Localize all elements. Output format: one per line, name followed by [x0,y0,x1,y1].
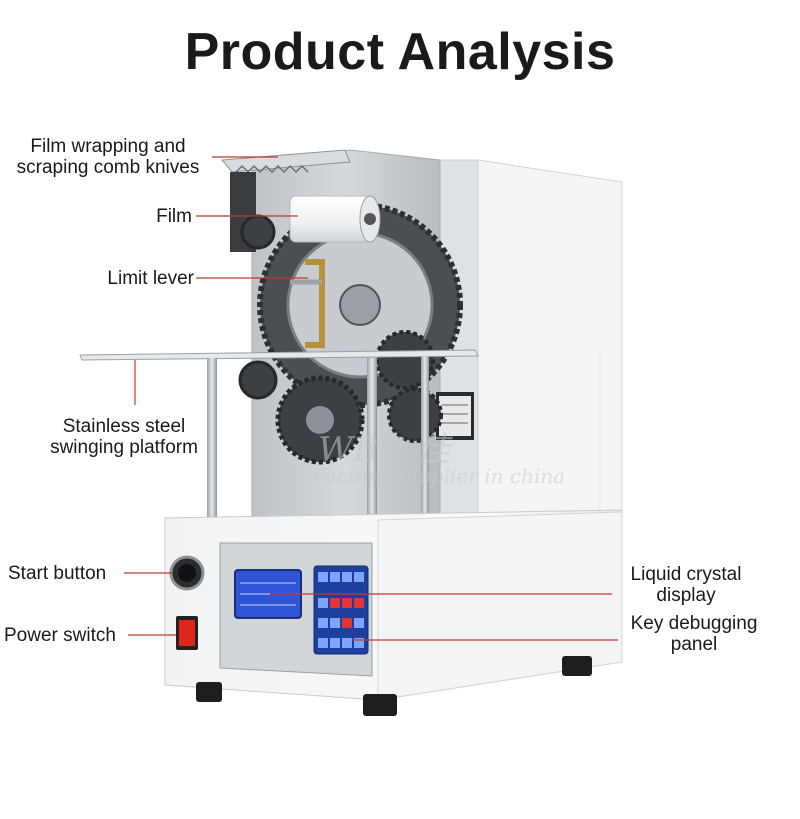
label-film-wrapping: Film wrapping and scraping comb knives [16,136,200,178]
power-switch-graphic [176,616,198,650]
page-title: Product Analysis [184,23,616,81]
label-limit-lever: Limit lever [107,268,194,289]
label-power-switch: Power switch [4,625,116,646]
label-start-button: Start button [8,563,107,584]
label-film: Film [156,206,192,227]
start-button-graphic [169,555,205,591]
control-panel-plate [219,542,373,677]
comb-knife-plate [220,149,351,252]
film-roll [289,195,381,243]
watermark-logo: WBG 佳 [318,430,451,470]
swinging-platform [79,349,479,526]
label-lcd: Liquid crystal display [630,564,742,606]
watermark-tagline: Factory supplier in china [312,464,566,488]
leader-lines [124,156,618,641]
label-platform: Stainless steel swinging platform [50,416,198,458]
limit-lever [290,259,325,348]
label-key-panel: Key debugging panel [630,613,758,655]
